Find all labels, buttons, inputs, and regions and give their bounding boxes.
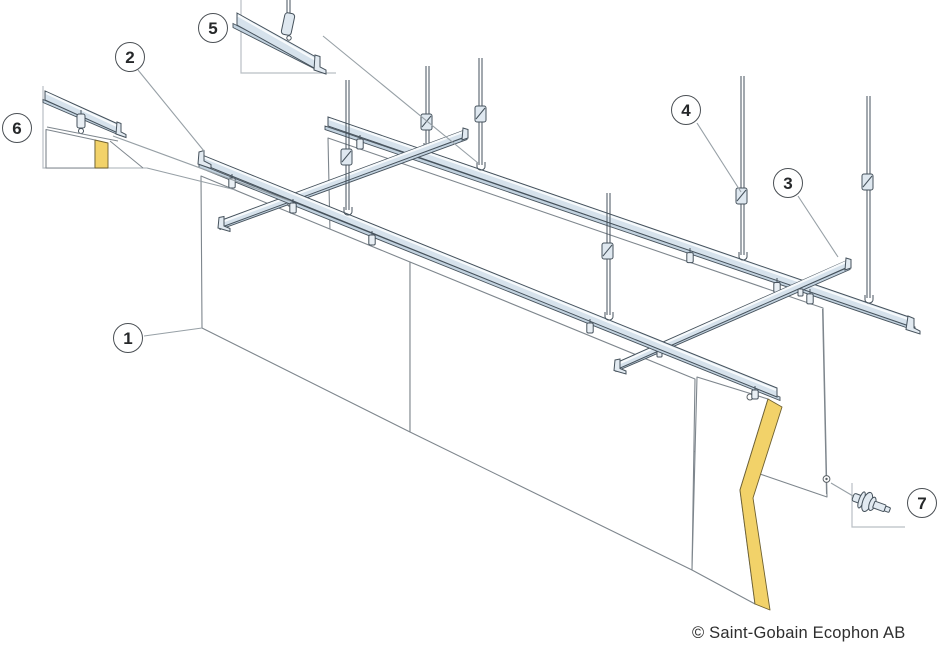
cross-tee-left [217,127,469,233]
yellow-panel-edge [94,139,109,169]
leader-line-4 [696,122,742,193]
tee-end-section [217,215,231,233]
callout-7: 7 [907,488,937,518]
hanger-rod [340,80,353,216]
leader-line-detail-6 [112,135,291,202]
baffle-panel-installing [691,376,783,611]
connector-pin-detail [851,483,905,528]
panel-clip [356,135,364,150]
runner-end-section [905,315,921,335]
main-runner-back [324,116,921,335]
tee-end-section [313,54,327,75]
callout-4-label: 4 [681,100,691,120]
detail-inset-panel-clip [42,86,147,169]
grid-connector-clip [797,288,804,297]
callout-5: 5 [198,13,228,43]
tee-end-section [115,121,127,139]
hanger-rod [474,58,487,171]
callout-6-label: 6 [12,118,22,138]
callout-3-label: 3 [783,173,793,193]
panel-clip [686,248,694,264]
leader-line-2 [137,69,205,152]
panel-clip [751,386,759,400]
main-runner-front [197,149,781,402]
leader-line-3 [797,195,839,258]
hanger-rod [420,66,433,152]
yellow-panel-edge [739,398,783,611]
callout-1: 1 [113,323,143,353]
leader-line-7 [830,482,854,497]
copyright-text: © Saint-Gobain Ecophon AB [692,624,906,642]
connector-pin [851,491,891,513]
callout-2: 2 [115,42,145,72]
tee-end-section [613,358,627,375]
leader-line-detail-5 [322,35,479,164]
leader-line-detail-6 [146,167,237,191]
cross-tee-right [613,257,852,375]
callout-7-label: 7 [917,493,927,513]
panel-clip [368,231,376,246]
callout-4: 4 [671,95,701,125]
panel-clip [289,199,297,214]
panel-clip [586,319,594,334]
tee-end-section [461,127,469,141]
hanger-rod [861,96,874,304]
tee-end-section [844,257,852,271]
callout-1-label: 1 [123,328,133,348]
hanger-rod [601,193,614,321]
callout-3: 3 [773,168,803,198]
panel-clip [806,289,814,305]
callout-6: 6 [2,113,32,143]
callout-2-label: 2 [125,47,135,67]
callout-5-label: 5 [208,18,218,38]
detail-inset-hanger [232,0,336,75]
hanger-rod [735,76,748,261]
leader-line-1 [143,327,203,337]
